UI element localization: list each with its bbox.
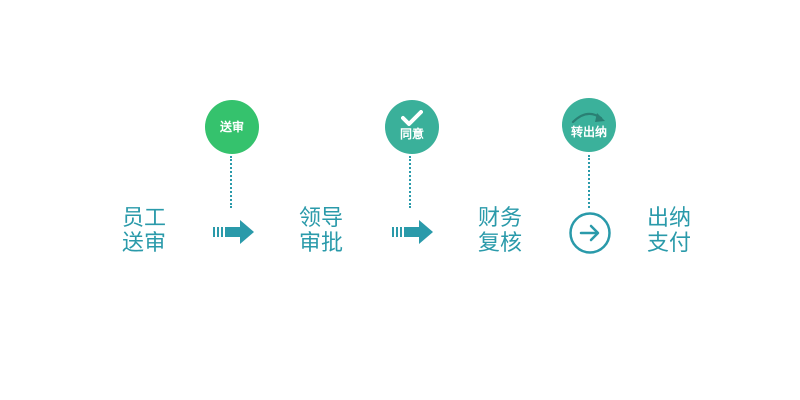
step-4-line-1: 出纳 [646,206,691,231]
badge-submit: 送审 [205,100,259,154]
striped-right-arrow-icon [392,220,433,244]
step-3-line-2: 复核 [477,231,522,256]
checkmark-icon [401,109,423,126]
badge-submit-label: 送审 [219,120,244,134]
step-employee-submit: 员工 送审 [114,206,174,256]
step-2-line-1: 领导 [298,206,343,231]
circled-right-arrow-icon [569,212,611,254]
badge-approve: 同意 [385,100,439,154]
step-3-line-1: 财务 [477,206,522,231]
striped-right-arrow-icon [213,220,254,244]
connector-dotted-line-1 [230,156,232,208]
connector-dotted-line-3 [588,155,590,208]
step-1-line-2: 送审 [121,231,166,256]
badge-transfer-cashier-label: 转出纳 [570,124,607,139]
curved-arrow-icon [571,112,605,123]
connector-dotted-line-2 [409,156,411,208]
badge-approve-label: 同意 [399,126,424,141]
step-finance-review: 财务 复核 [470,206,530,256]
step-4-line-2: 支付 [646,231,691,256]
step-2-line-2: 审批 [298,231,343,256]
badge-transfer-cashier: 转出纳 [562,98,616,152]
step-1-line-1: 员工 [121,206,166,231]
step-leader-approve: 领导 审批 [291,206,351,256]
step-cashier-pay: 出纳 支付 [639,206,699,256]
